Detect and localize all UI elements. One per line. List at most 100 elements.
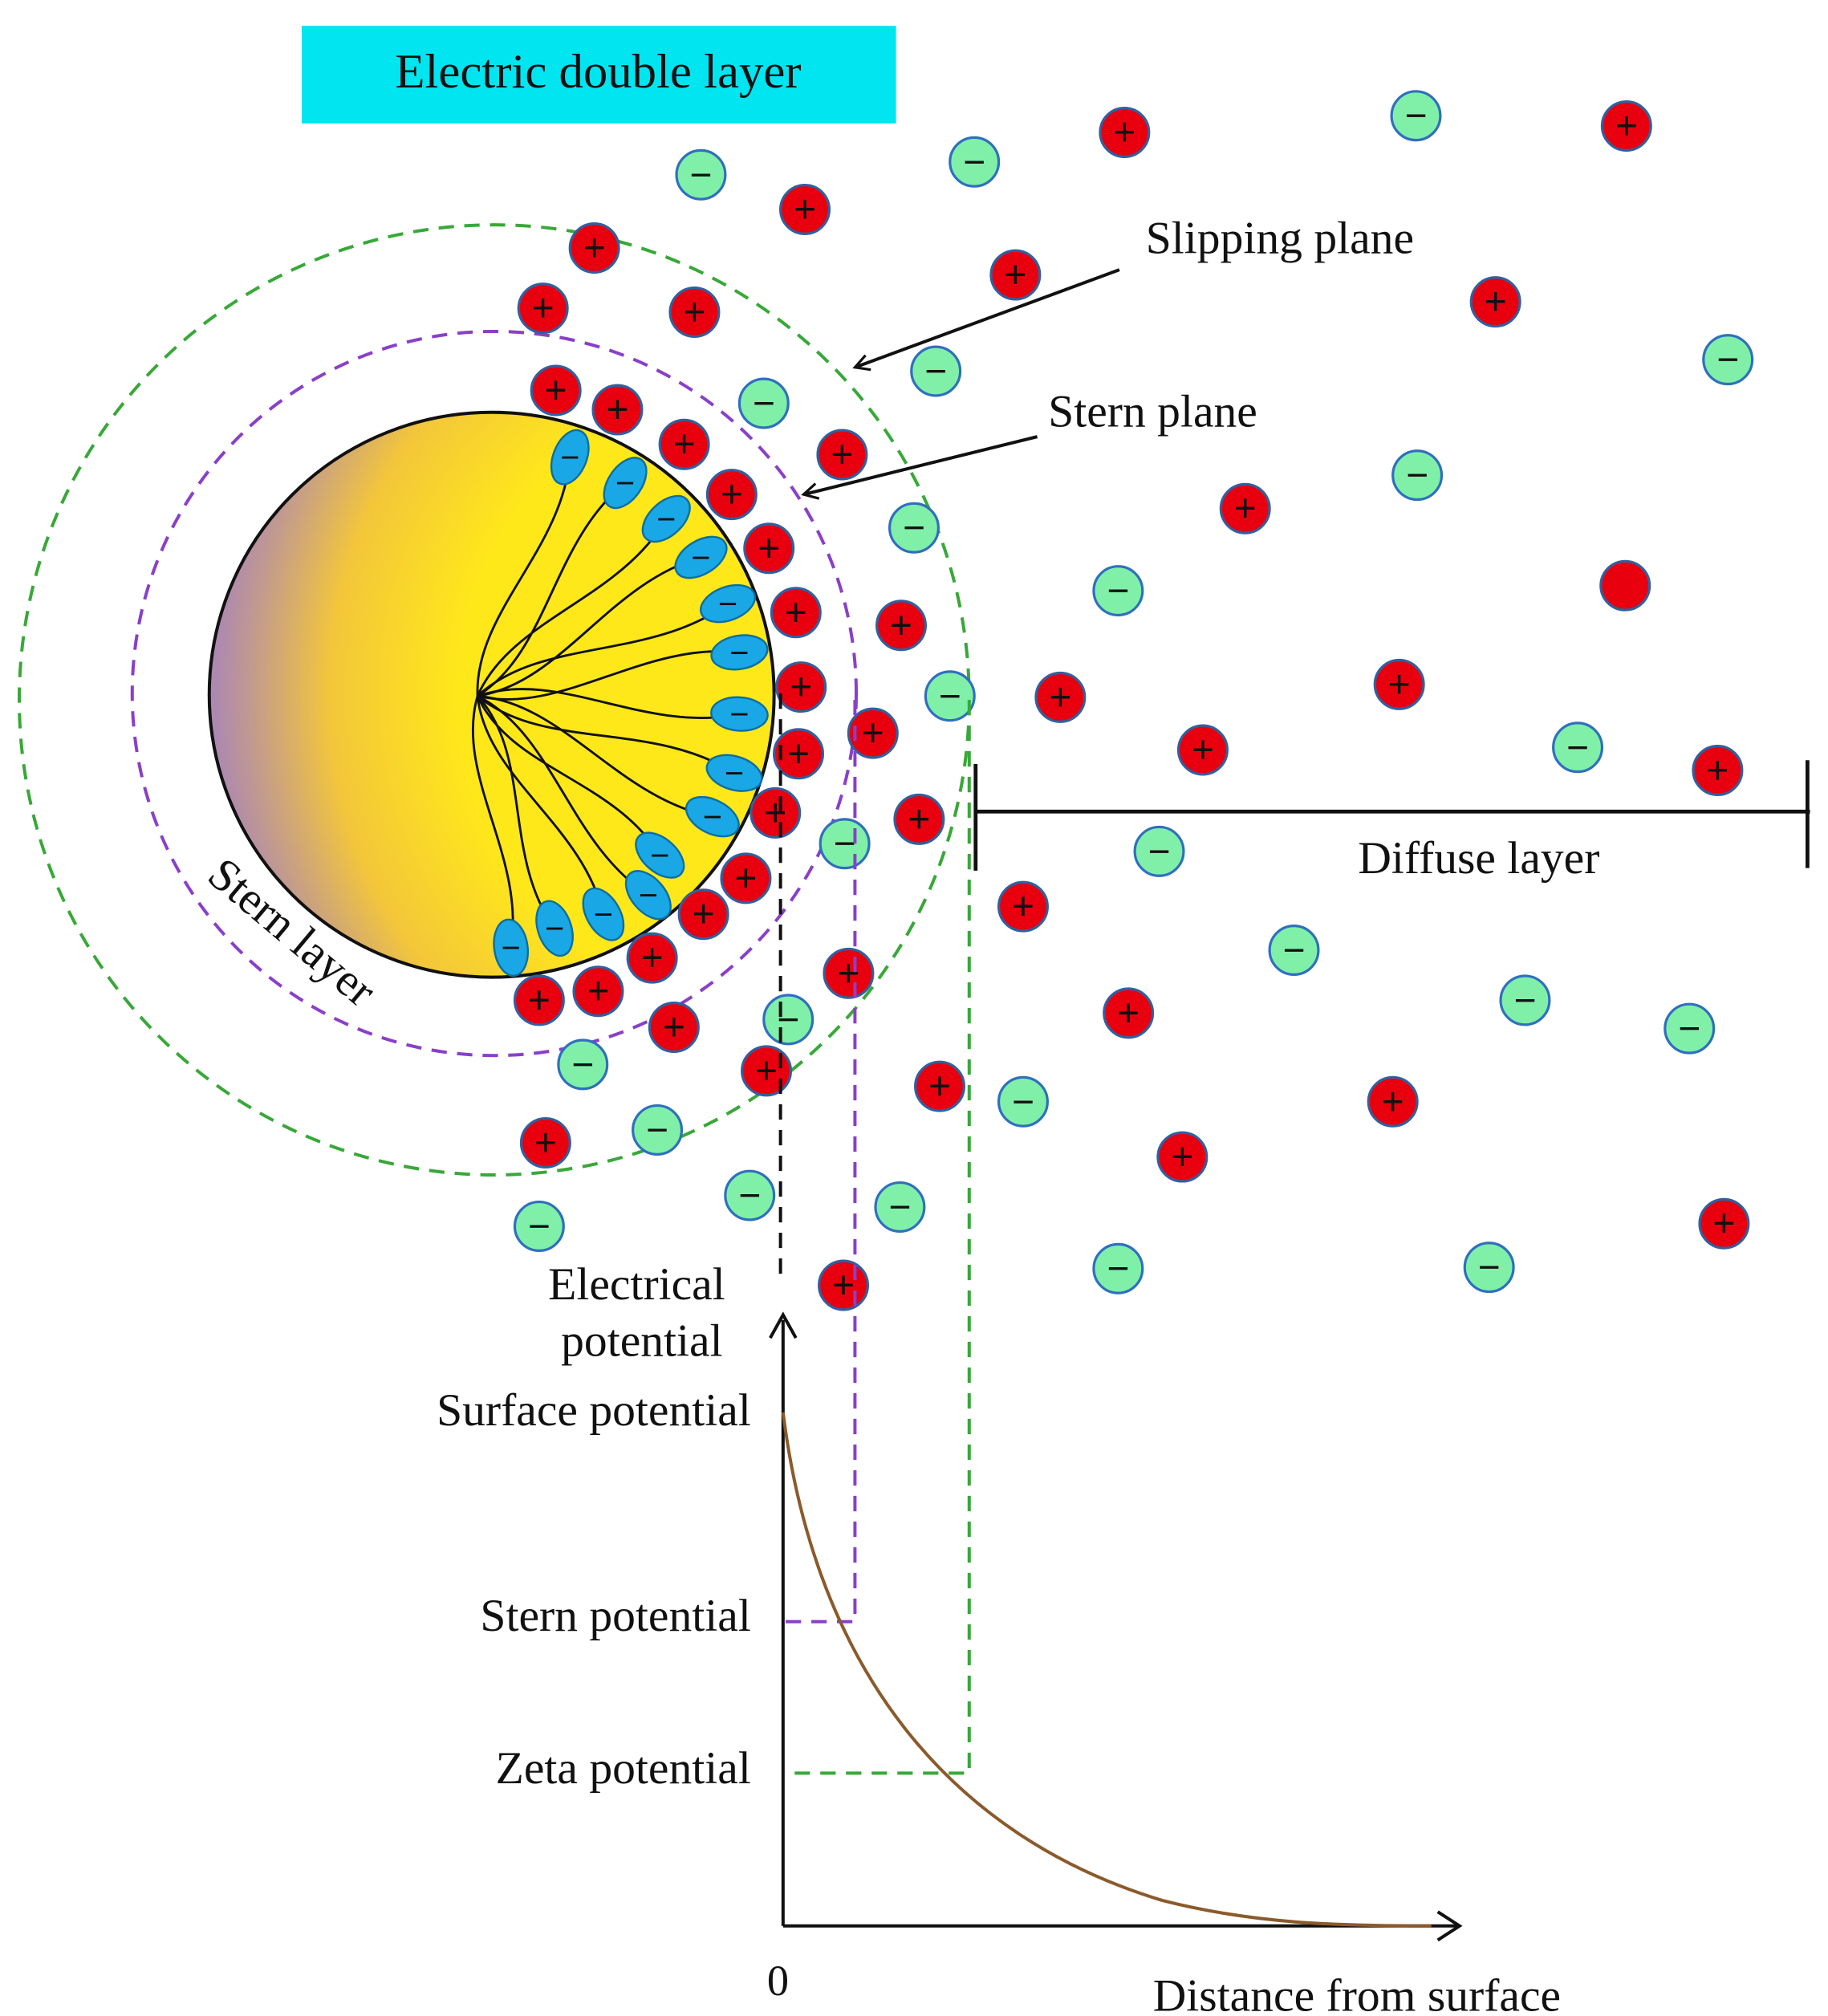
anion-sign: −	[1513, 979, 1536, 1022]
cation: +	[720, 852, 772, 904]
anion: −	[888, 502, 940, 554]
negative-charge-sign: −	[639, 876, 658, 914]
cation-body	[847, 707, 899, 759]
cation-sign: +	[532, 287, 554, 330]
cation-sign: +	[1117, 992, 1139, 1034]
anion-body	[949, 136, 1001, 188]
cation-sign: +	[787, 733, 810, 775]
surfactant-tail	[477, 694, 713, 819]
cation-body	[1219, 482, 1271, 534]
cation: +	[519, 1116, 571, 1169]
surfactant-head-shape	[710, 696, 769, 732]
cation-body	[1373, 658, 1425, 710]
cation: +	[1600, 100, 1652, 152]
anion-body	[1391, 449, 1444, 502]
cation-body	[720, 852, 772, 904]
cation: +	[517, 282, 569, 335]
cation: +	[1469, 276, 1521, 328]
anion-body	[819, 818, 871, 870]
cation: +	[668, 286, 721, 338]
negative-charge-sign: −	[656, 500, 676, 538]
cation-body	[1034, 671, 1087, 723]
surfactant-head-shape	[684, 795, 740, 838]
anion-body	[1390, 90, 1442, 142]
anion-sign: −	[903, 507, 925, 550]
cation-sign: +	[1706, 750, 1728, 792]
cation-body	[513, 974, 565, 1026]
cation: +	[1367, 1075, 1419, 1128]
cation-body	[997, 880, 1049, 933]
anion: −	[675, 148, 727, 201]
anion-body	[1092, 565, 1144, 617]
surfactant-tail	[477, 694, 649, 896]
anion: −	[997, 1075, 1049, 1128]
surfactant-head	[603, 457, 648, 510]
cation-sign: +	[734, 857, 757, 900]
surfactant-head-shape	[700, 583, 757, 624]
anion: −	[924, 670, 976, 722]
surfactant-head-shape	[603, 457, 648, 510]
anion-body	[1092, 1242, 1144, 1295]
cation-body	[572, 965, 624, 1018]
cation	[1599, 559, 1651, 612]
cation-sign: +	[1485, 281, 1507, 323]
cation-body	[658, 418, 710, 470]
cation: +	[658, 418, 710, 470]
cation-sign: +	[794, 189, 816, 231]
anion-sign: −	[738, 1175, 761, 1217]
cation-body	[779, 183, 831, 235]
cation: +	[749, 786, 802, 839]
negative-charge-sign: −	[718, 584, 737, 622]
surfactant-head	[710, 696, 769, 732]
surfactant-tail	[476, 457, 571, 697]
cation: +	[1034, 671, 1087, 723]
anion-sign: −	[1404, 95, 1427, 137]
cation: +	[1099, 106, 1151, 158]
origin-label: 0	[767, 1957, 789, 2005]
diffuse-layer-label: Diffuse layer	[1358, 833, 1599, 884]
anion: −	[1663, 1002, 1716, 1055]
surfactant-head	[705, 754, 763, 792]
anion: −	[1499, 974, 1551, 1026]
cation-sign: +	[641, 937, 664, 980]
cation-body	[823, 947, 875, 999]
x-axis-arrowhead	[1436, 1910, 1463, 1942]
cation-body	[705, 469, 758, 521]
cation: +	[893, 793, 945, 845]
surfactant-head-shape	[705, 754, 763, 792]
surfactant-tail	[476, 518, 668, 697]
cation-body	[677, 888, 729, 941]
anion-body	[1702, 334, 1754, 386]
cation-sign: +	[1113, 112, 1135, 154]
anion-sign: −	[1406, 454, 1428, 497]
anion: −	[1702, 334, 1754, 386]
cation: +	[1219, 482, 1271, 534]
anion: −	[910, 345, 962, 397]
surfactant-head-shape	[674, 535, 728, 579]
anion: −	[1268, 925, 1320, 977]
stern-plane-arrow	[803, 435, 1038, 494]
surfactant-tail	[477, 650, 740, 701]
anion: −	[1133, 825, 1185, 877]
cation-body	[773, 728, 825, 780]
anion-body	[737, 377, 790, 429]
cation: +	[818, 1259, 870, 1311]
cation-sign: +	[1712, 1203, 1735, 1246]
x-axis-label: Distance from surface	[1153, 1970, 1561, 2016]
cation-body	[743, 522, 795, 575]
cation: +	[705, 469, 758, 521]
cation: +	[530, 364, 582, 417]
cation: +	[741, 1045, 793, 1097]
cation-body	[1599, 559, 1651, 612]
cation: +	[847, 707, 899, 759]
surfactant-head-shape	[635, 831, 685, 879]
cation-body	[989, 249, 1042, 301]
anion-body	[557, 1038, 609, 1091]
cation-sign: +	[755, 1050, 778, 1092]
y-axis-label-line2: potential	[561, 1316, 722, 1367]
anion-body	[762, 994, 814, 1046]
anion-sign: −	[571, 1043, 594, 1086]
cation-sign: +	[862, 713, 884, 755]
cation-sign: +	[587, 970, 609, 1013]
cation-sign: +	[1171, 1136, 1193, 1179]
